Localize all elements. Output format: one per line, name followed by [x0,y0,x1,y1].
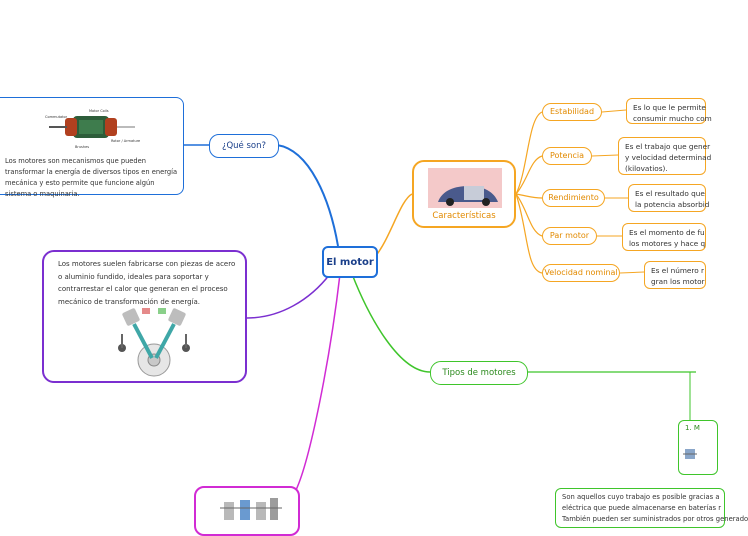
item-velocidad-nominal-label: Velocidad nominal [544,268,618,277]
link-item-desc-2 [591,154,619,157]
desc-potencia-line-2: y velocidad determinad [625,153,712,162]
materials-node[interactable]: Los motores suelen fabricarse con piezas… [42,250,247,383]
que-son-label: ¿Qué son? [221,141,267,151]
link-center-caracteristicas [373,193,413,259]
que-son-node[interactable]: ¿Qué son? [209,134,279,158]
desc-potencia-line-3: (kilovatios). [625,164,668,173]
item-estabilidad[interactable]: Estabilidad [542,103,602,121]
materials-text: Los motores suelen fabricarse con piezas… [58,260,236,306]
tipo-card-label: 1. M [685,424,700,432]
link-center-tipos [351,273,431,373]
desc-velocidad-nominal-line-2: gran los motor [651,277,705,286]
electric-motor-icon: Motor Coils Commutator Rotor / Armature … [45,109,140,149]
caracteristicas-label: Características [432,211,496,221]
desc-rendimiento-line-1: Es el resultado que [635,189,705,198]
link-char-item-2 [515,155,543,195]
diagram-label-commutator: Commutator [45,115,68,119]
link-char-item-4 [515,193,543,237]
desc-par-motor-line-1: Es el momento de fu [629,228,705,237]
diagram-label-rotor: Rotor / Armature [111,139,140,143]
definition-node[interactable]: Motor Coils Commutator Rotor / Armature … [0,97,184,198]
desc-rendimiento[interactable]: Es el resultado que la potencia absorbid [628,184,710,212]
central-topic-label: El motor [326,256,374,268]
item-par-motor[interactable]: Par motor [542,227,597,245]
link-char-item-1 [515,111,543,195]
link-center-magenta [295,273,341,491]
desc-par-motor[interactable]: Es el momento de fu los motores y hace q [622,223,706,251]
desc-estabilidad-line-2: consumir mucho com [633,114,712,123]
tipos-label: Tipos de motores [442,368,516,378]
link-char-item-5 [515,193,543,274]
diagram-label-brushes: Brushes [75,145,89,149]
desc-potencia[interactable]: Es el trabajo que gener y velocidad dete… [618,137,712,175]
link-item-desc-5 [619,271,645,274]
item-potencia-label: Potencia [549,151,585,160]
engine-pistons-icon [118,308,190,377]
desc-rendimiento-line-2: la potencia absorbid [635,200,710,209]
central-topic[interactable]: El motor [322,246,378,278]
caracteristicas-node[interactable]: Características [412,160,516,228]
item-par-motor-label: Par motor [549,231,590,240]
tipo-description-line-2: eléctrica que puede almacenarse en bater… [562,504,722,512]
item-rendimiento-label: Rendimiento [548,193,599,202]
item-estabilidad-label: Estabilidad [549,107,595,116]
car-illustration-icon [428,168,502,208]
link-center-que-son [276,144,339,247]
item-velocidad-nominal[interactable]: Velocidad nominal [542,264,620,282]
engine-cross-section-icon [220,498,282,520]
desc-estabilidad-line-1: Es lo que le permite [633,103,706,112]
item-rendimiento[interactable]: Rendimiento [542,189,605,207]
tipo-description[interactable]: Son aquellos cuyo trabajo es posible gra… [555,488,748,528]
motor-thumbnail-icon [683,449,697,459]
tipo-card[interactable]: 1. M [678,420,718,475]
desc-potencia-line-1: Es el trabajo que gener [625,142,711,151]
desc-velocidad-nominal[interactable]: Es el número r gran los motor [644,261,706,289]
desc-estabilidad[interactable]: Es lo que le permite consumir mucho com [626,98,712,124]
link-char-item-3 [515,193,543,199]
desc-par-motor-line-2: los motores y hace q [629,239,706,248]
desc-velocidad-nominal-line-1: Es el número r [651,266,705,275]
diagram-label-coils: Motor Coils [89,109,109,113]
connector-lines [184,109,696,491]
tipo-description-line-3: También pueden ser suministrados por otr… [562,515,748,523]
tipos-node[interactable]: Tipos de motores [430,361,528,385]
link-item-desc-1 [601,109,627,113]
tipo-description-line-1: Son aquellos cuyo trabajo es posible gra… [562,493,720,501]
definition-text: Los motores son mecanismos que pueden tr… [5,157,178,198]
item-potencia[interactable]: Potencia [542,147,592,165]
mind-map-canvas: El motor ¿Qué son? Motor Coils Commutato… [0,97,748,536]
engine-image-node[interactable] [194,486,300,536]
link-center-materials [246,273,331,319]
